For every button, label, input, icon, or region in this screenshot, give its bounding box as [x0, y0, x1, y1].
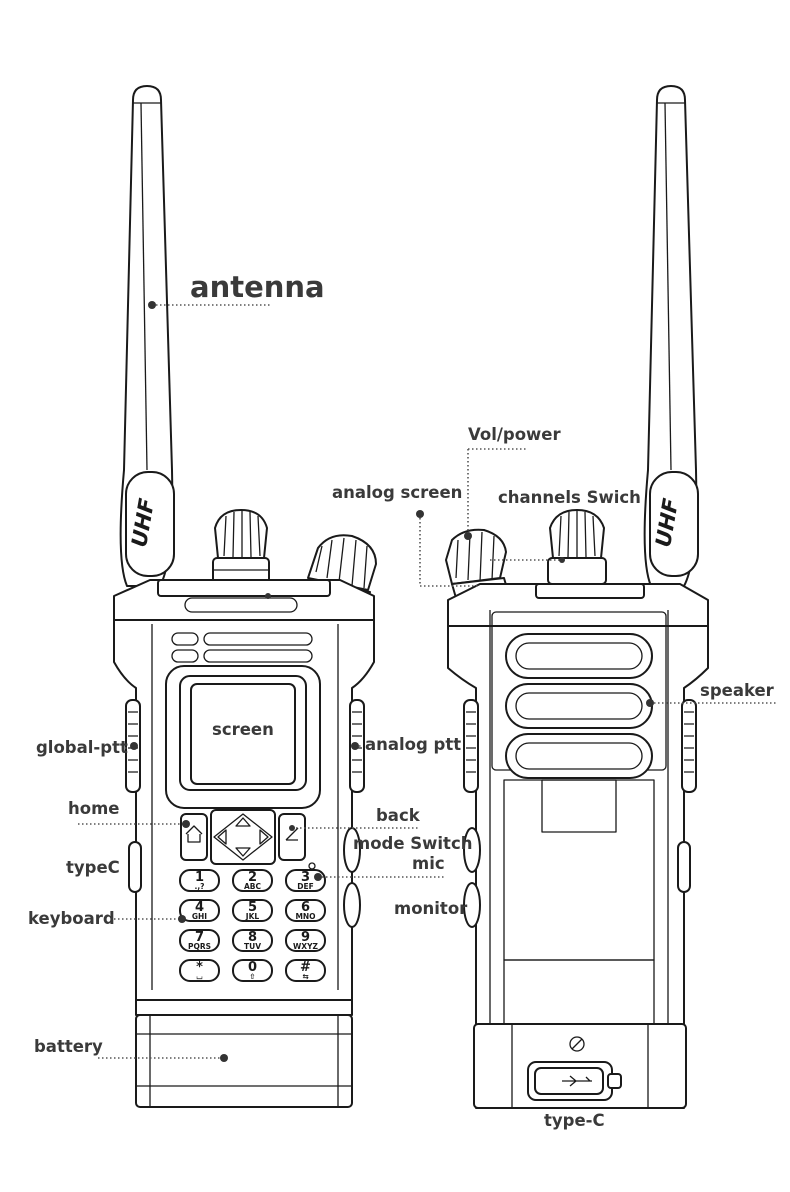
keypad-key: 0⇧	[232, 959, 273, 982]
label-monitor: monitor	[394, 899, 468, 918]
label-speaker: speaker	[700, 681, 775, 700]
back-channel-knob	[547, 509, 607, 585]
back-radio: UHF	[445, 85, 709, 1109]
label-back: back	[376, 806, 421, 825]
label-screen: screen	[212, 720, 274, 739]
back-typec-port	[527, 1061, 622, 1101]
keypad-key-main: 5	[248, 900, 257, 915]
keypad-key-sub: .,?	[194, 882, 204, 891]
label-analog-ptt: analog ptt	[365, 735, 461, 754]
keypad-key: 1.,?	[179, 869, 220, 892]
front-back-button	[278, 813, 306, 861]
keypad-key-sub: DEF	[297, 882, 313, 891]
label-typec: typeC	[66, 858, 120, 877]
callout-leaders	[78, 301, 778, 1062]
keypad-key: #⇆	[285, 959, 326, 982]
label-mic: mic	[412, 854, 445, 873]
keypad-key-sub: ⇆	[302, 972, 308, 981]
keypad-key-sub: TUV	[244, 942, 261, 951]
front-channel-knob	[212, 509, 270, 585]
keypad-key-sub: MNO	[295, 912, 315, 921]
keypad-key-main: 9	[301, 930, 310, 945]
keypad-key-main: *	[196, 960, 203, 975]
keypad-key-main: 8	[248, 930, 257, 945]
back-monitor-button	[463, 882, 481, 928]
keypad-key-main: #	[300, 960, 311, 975]
front-screen	[190, 683, 296, 785]
label-antenna: antenna	[190, 270, 325, 304]
keypad-key-sub: GHI	[192, 912, 207, 921]
keypad-key-main: 4	[195, 900, 204, 915]
front-radio: UHF	[113, 85, 377, 1108]
label-type-c: type-C	[544, 1111, 605, 1130]
label-keyboard: keyboard	[28, 909, 115, 928]
front-antenna: UHF	[119, 85, 175, 587]
label-channels-switch: channels Swich	[498, 488, 641, 507]
keypad-key-sub: WXYZ	[293, 942, 318, 951]
keypad-key-sub: ⇧	[249, 972, 255, 981]
keypad-key-sub: ⌴	[197, 972, 204, 981]
keypad-key-main: 7	[195, 930, 204, 945]
label-home: home	[68, 799, 119, 818]
label-global-ptt: global-ptt	[36, 738, 128, 757]
callout-labels: antenna Vol/power analog screen channels…	[28, 270, 775, 1130]
keypad-key-main: 0	[248, 960, 257, 975]
label-mode-switch: mode Switch	[353, 834, 472, 853]
back-speaker	[505, 633, 653, 779]
keypad-key-sub: PQRS	[188, 942, 211, 951]
label-analog-screen: analog screen	[332, 483, 462, 502]
label-battery: battery	[34, 1037, 103, 1056]
keypad-key-main: 6	[301, 900, 310, 915]
back-antenna: UHF	[643, 85, 699, 587]
front-battery	[135, 1014, 353, 1108]
keypad-key-main: 3	[301, 870, 310, 885]
keypad-key-sub: JKL	[245, 912, 260, 921]
keypad-key-main: 1	[195, 870, 204, 885]
keypad-key: *⌴	[179, 959, 220, 982]
front-dpad	[210, 809, 276, 865]
front-typec-port	[128, 841, 142, 893]
label-vol-power: Vol/power	[468, 425, 561, 444]
keypad-key-main: 2	[248, 870, 257, 885]
keypad-key-sub: ABC	[244, 882, 262, 891]
